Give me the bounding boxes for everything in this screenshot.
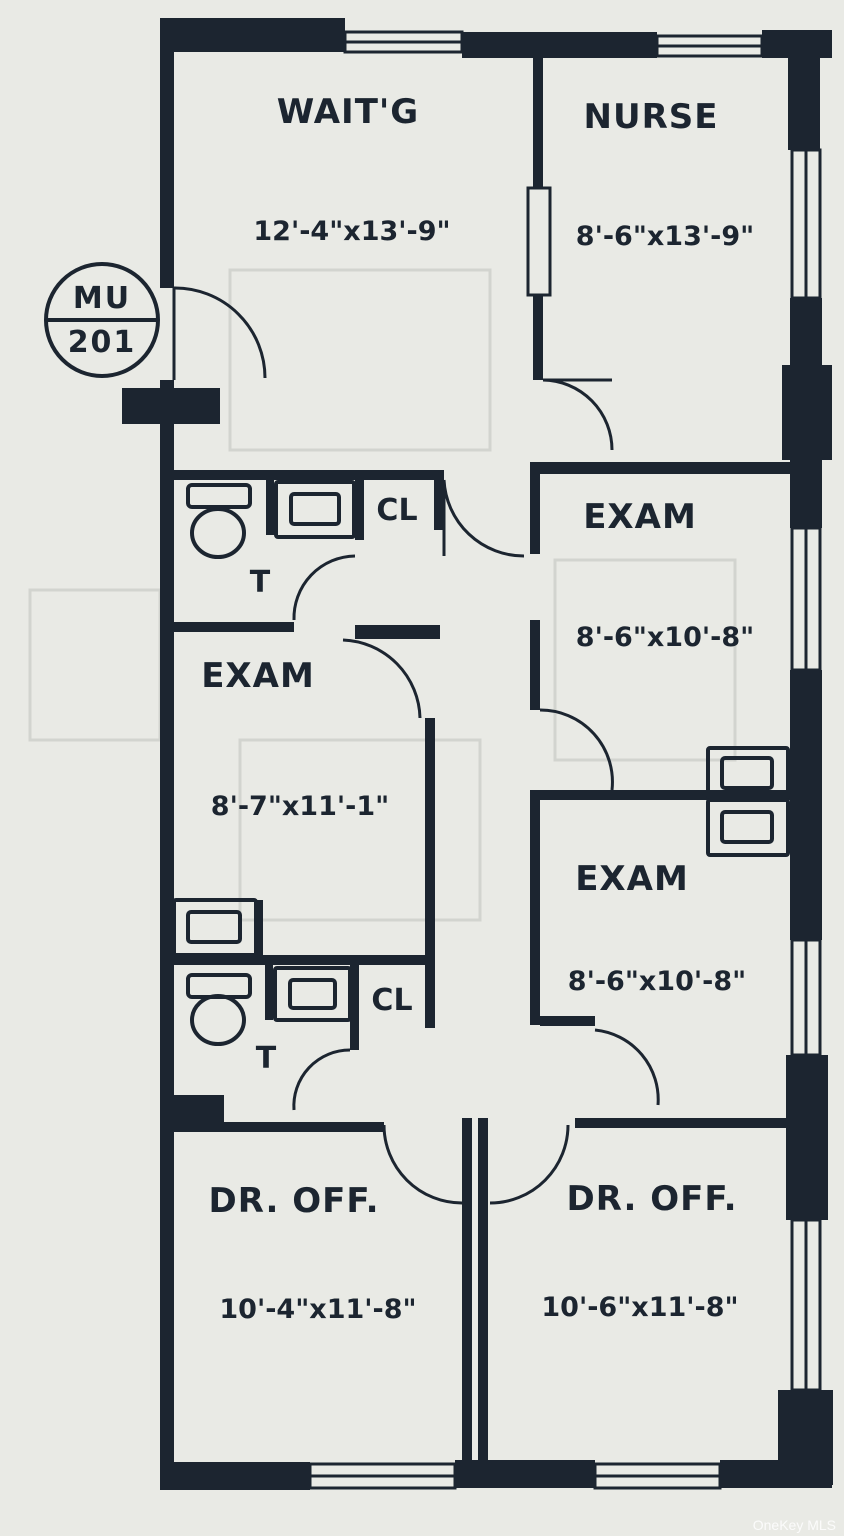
room-exam-ne-name: EXAM [583,497,697,537]
room-labels: WAIT'G 12'-4"x13'-9" NURSE 8'-6"x13'-9" … [201,92,754,1325]
watermark: OneKey MLS [753,1517,836,1533]
door-swings [172,186,660,1205]
room-exam-e-dims: 8'-6"x10'-8" [568,966,746,997]
toilet-upper-label: T [250,565,271,600]
fixtures [172,480,790,1046]
exterior-walls [160,18,833,1490]
room-nurse-name: NURSE [584,97,719,137]
room-exam-w-dims: 8'-7"x11'-1" [211,791,389,822]
windows [308,30,822,1490]
toilet-upper-icon [186,483,252,559]
room-exam-ne-dims: 8'-6"x10'-8" [576,622,754,653]
unit-badge: MU 201 [44,262,160,378]
sink-lower-icon [273,966,352,1022]
room-waiting-dims: 12'-4"x13'-9" [253,216,450,247]
closet-upper-label: CL [376,493,417,528]
badge-top-text: MU [73,281,131,316]
room-waiting-name: WAIT'G [277,92,419,132]
room-exam-e-name: EXAM [575,859,689,899]
interior-walls [122,58,792,1462]
badge-bottom-text: 201 [68,325,137,360]
sink-upper-icon [274,480,356,539]
toilet-lower-icon [186,973,252,1046]
room-dr-off-w-name: DR. OFF. [208,1181,379,1221]
toilet-lower-label: T [256,1041,277,1076]
room-dr-off-e-name: DR. OFF. [566,1179,737,1219]
cabinet-e-lower-icon [706,798,790,857]
cabinet-exam-w-icon [172,898,258,957]
closet-lower-label: CL [371,983,412,1018]
room-dr-off-e-dims: 10'-6"x11'-8" [541,1292,738,1323]
room-exam-w-name: EXAM [201,656,315,696]
room-dr-off-w-dims: 10'-4"x11'-8" [219,1294,416,1325]
room-nurse-dims: 8'-6"x13'-9" [576,221,754,252]
